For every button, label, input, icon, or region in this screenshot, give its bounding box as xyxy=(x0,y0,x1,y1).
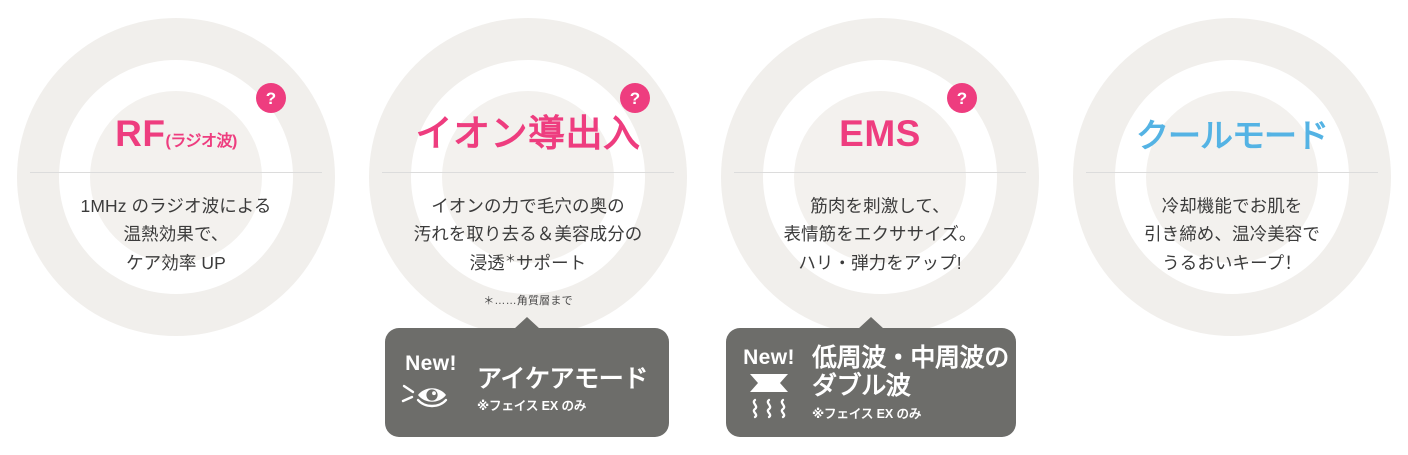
help-icon-ems[interactable]: ? xyxy=(947,83,977,113)
feature-title-wrap-rf: RF(ラジオ波) xyxy=(0,96,352,152)
badge-new-label-ems: New! xyxy=(743,346,795,369)
feature-card-ion: イオン導出入 ? イオンの力で毛穴の奥の 汚れを取り去る＆美容成分の 浸透＊サポ… xyxy=(352,0,704,455)
feature-card-cool: クールモード 冷却機能でお肌を 引き締め、温冷美容で うるおいキープ！ xyxy=(1056,0,1408,455)
title-divider-rf xyxy=(30,172,322,173)
badge-main-text-ion: アイケアモード xyxy=(477,364,648,393)
footnote-marker: ＊ xyxy=(504,252,516,265)
desc-line: 汚れを取り去る＆美容成分の xyxy=(413,224,643,245)
desc-line: ハリ・弾力をアップ! xyxy=(798,252,962,273)
feature-description-ems: 筋肉を刺激して、 表情筋をエクササイズ。 ハリ・弾力をアップ! xyxy=(704,192,1056,277)
feature-footnote-ion: ＊……角質層まで xyxy=(483,295,573,307)
feature-description-cool: 冷却機能でお肌を 引き締め、温冷美容で うるおいキープ！ xyxy=(1056,192,1408,277)
eye-icon xyxy=(400,378,462,412)
feature-title-rf: RF(ラジオ波) xyxy=(115,113,237,154)
badge-left-ion: New! xyxy=(385,353,477,412)
feature-title-cool: クールモード xyxy=(1136,117,1329,154)
desc-line: うるおいキープ！ xyxy=(1162,252,1302,273)
badge-main-text-ems-line1: 低周波・中周波の xyxy=(812,343,1009,372)
badge-right-ion: アイケアモード ※フェイス EX のみ xyxy=(477,351,669,415)
desc-line: 温熱効果で、 xyxy=(123,224,229,245)
new-feature-badge-dualwave[interactable]: New! 低周波・中周波の ダブル波 ※フェイス EX のみ xyxy=(726,317,1016,437)
feature-title-wrap-cool: クールモード xyxy=(1056,96,1408,152)
title-divider-cool xyxy=(1086,172,1378,173)
desc-line: 表情筋をエクササイズ。 xyxy=(783,224,977,245)
desc-line: 1MHz のラジオ波による xyxy=(80,196,272,216)
desc-line: ケア効率 UP xyxy=(126,252,226,273)
feature-description-ion: イオンの力で毛穴の奥の 汚れを取り去る＆美容成分の 浸透＊サポート xyxy=(352,192,704,277)
feature-title-wrap-ems: EMS xyxy=(704,96,1056,152)
wave-icon xyxy=(740,372,798,420)
feature-card-ems: EMS ? 筋肉を刺激して、 表情筋をエクササイズ。 ハリ・弾力をアップ! Ne… xyxy=(704,0,1056,455)
feature-description-rf: 1MHz のラジオ波による 温熱効果で、 ケア効率 UP xyxy=(0,192,352,277)
title-divider-ion xyxy=(382,172,674,173)
badge-right-ems: 低周波・中周波の ダブル波 ※フェイス EX のみ xyxy=(812,344,1016,422)
desc-line: 筋肉を刺激して、 xyxy=(810,196,950,216)
feature-title-ems: EMS xyxy=(839,113,921,154)
badge-note-text-ems: ※フェイス EX のみ xyxy=(812,406,922,421)
feature-title-ion: イオン導出入 xyxy=(415,113,641,154)
help-icon-rf[interactable]: ? xyxy=(256,83,286,113)
desc-line: 冷却機能でお肌を xyxy=(1161,196,1303,216)
feature-title-sub-rf: (ラジオ波) xyxy=(165,133,237,150)
title-divider-ems xyxy=(734,172,1026,173)
new-feature-badge-eyecare[interactable]: New! アイケアモード ※フェイス EX のみ xyxy=(385,317,669,437)
feature-title-wrap-ion: イオン導出入 xyxy=(352,96,704,152)
desc-line: 浸透＊サポート xyxy=(469,252,587,273)
badge-new-label-ion: New! xyxy=(405,352,457,375)
desc-line: イオンの力で毛穴の奥の xyxy=(431,196,625,216)
badge-left-ems: New! xyxy=(726,345,812,420)
badge-main-text-ems-line2: ダブル波 xyxy=(812,372,911,400)
badge-note-text-ion: ※フェイス EX のみ xyxy=(477,399,587,414)
desc-line: 引き締め、温冷美容で xyxy=(1144,224,1320,245)
feature-card-rf: RF(ラジオ波) ? 1MHz のラジオ波による 温熱効果で、 ケア効率 UP xyxy=(0,0,352,455)
help-icon-ion[interactable]: ? xyxy=(620,83,650,113)
